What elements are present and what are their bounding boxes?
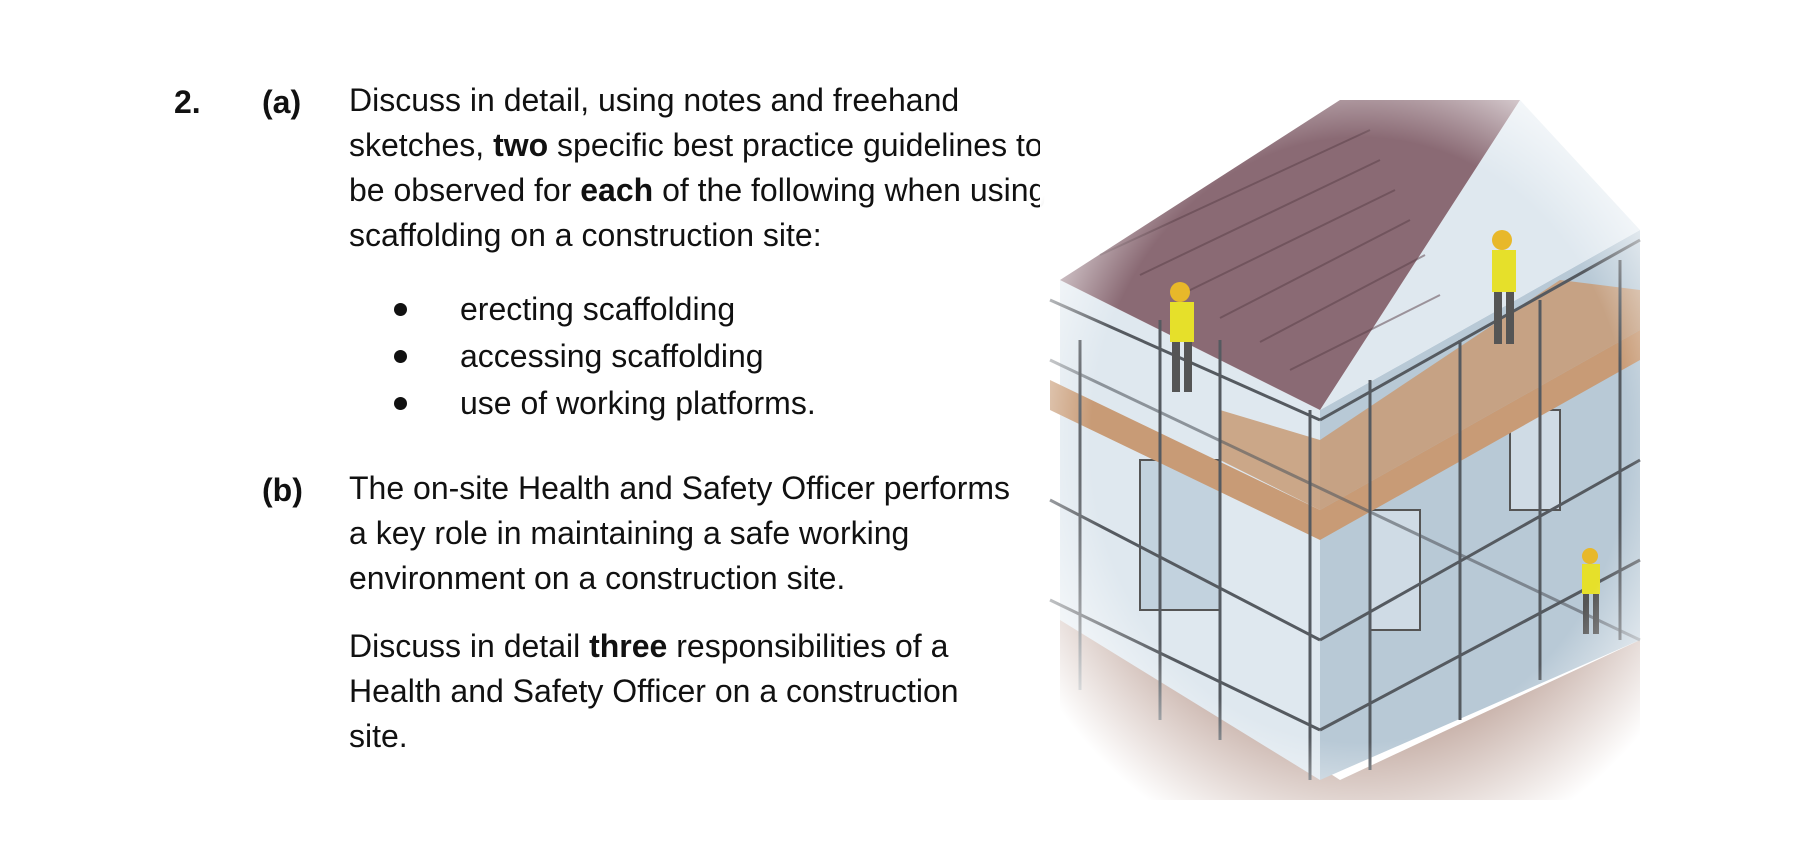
list-item: use of working platforms. [390, 380, 816, 427]
bullet-icon [394, 303, 407, 316]
list-item: accessing scaffolding [390, 333, 816, 380]
part-a-text: Discuss in detail, using notes and freeh… [349, 82, 1047, 253]
part-a-bullet-list: erecting scaffolding accessing scaffoldi… [390, 286, 816, 427]
part-b-label: (b) [262, 472, 303, 508]
list-item: erecting scaffolding [390, 286, 816, 333]
part-b-task: Discuss in detail three responsibilities… [349, 628, 959, 754]
part-b-intro: The on-site Health and Safety Officer pe… [349, 470, 1011, 596]
bullet-icon [394, 350, 407, 363]
scaffolding-illustration [1040, 80, 1680, 800]
bullet-icon [394, 397, 407, 410]
question-number: 2. [174, 84, 201, 120]
part-a-label: (a) [262, 84, 302, 120]
